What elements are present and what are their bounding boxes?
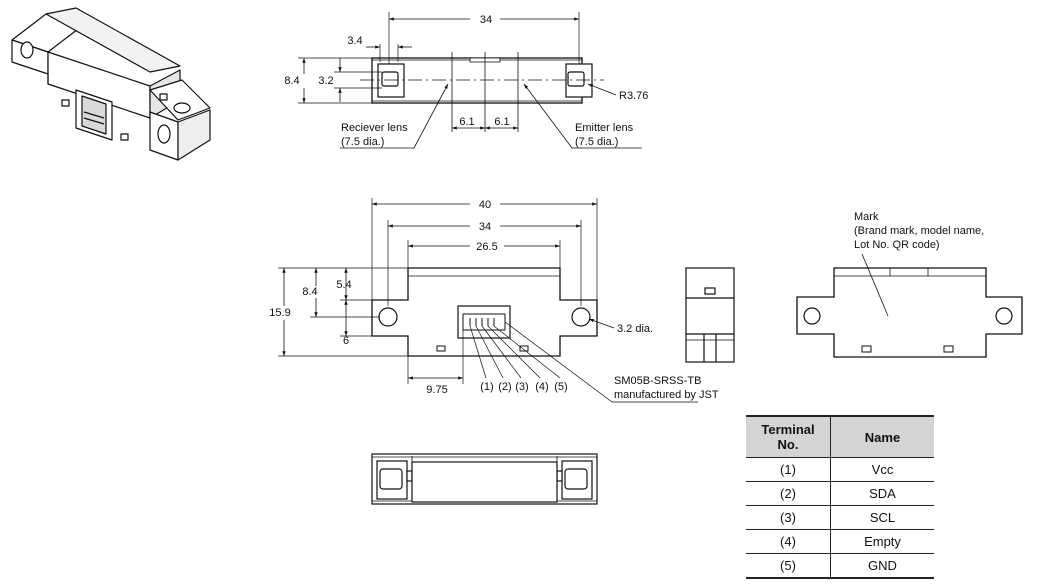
- receiver-lens-label: Reciever lens: [341, 122, 408, 134]
- table-row: (4) Empty: [746, 529, 934, 554]
- front-dim-15-9: 15.9: [269, 307, 290, 319]
- bottom-view: [371, 453, 598, 505]
- header-name: Name: [830, 415, 934, 458]
- pin-label-4: (4): [535, 381, 548, 393]
- terminal-no-cell: (4): [746, 529, 831, 554]
- emitter-lens-label: Emitter lens: [575, 122, 634, 134]
- top-dim-6-1-left: 6.1: [459, 116, 474, 128]
- front-dim-6: 6: [343, 335, 349, 347]
- terminal-no-cell: (5): [746, 553, 831, 579]
- top-dim-3-4: 3.4: [347, 35, 362, 47]
- pin-label-5: (5): [554, 381, 567, 393]
- pin-label-1: (1): [480, 381, 493, 393]
- header-terminal-no: Terminal No.: [746, 415, 831, 458]
- table-row: (1) Vcc: [746, 457, 934, 482]
- front-dim-34: 34: [479, 221, 491, 233]
- terminal-table: Terminal No. Name (1) Vcc (2) SDA (3) SC…: [746, 415, 934, 579]
- back-view: Mark (Brand mark, model name, Lot No. QR…: [796, 211, 1023, 358]
- front-dim-40: 40: [479, 199, 491, 211]
- front-dim-9-75: 9.75: [426, 384, 447, 396]
- top-dim-r3-76: R3.76: [619, 90, 648, 102]
- table-row: (2) SDA: [746, 481, 934, 506]
- mark-desc-2: Lot No. QR code): [854, 239, 940, 251]
- mark-label: Mark: [854, 211, 879, 223]
- top-dim-6-1-right: 6.1: [494, 116, 509, 128]
- emitter-lens-dia: (7.5 dia.): [575, 136, 618, 148]
- top-dim-34: 34: [480, 14, 492, 26]
- table-row: (5) GND: [746, 553, 934, 579]
- terminal-name-cell: SCL: [830, 505, 934, 530]
- front-dim-26-5: 26.5: [476, 241, 497, 253]
- table-row: (3) SCL: [746, 505, 934, 530]
- pin-label-2: (2): [498, 381, 511, 393]
- connector-part-number: SM05B-SRSS-TB: [614, 375, 701, 387]
- back-view-body: [796, 267, 1023, 358]
- mark-desc-1: (Brand mark, model name,: [854, 225, 984, 237]
- terminal-name-cell: Vcc: [830, 457, 934, 482]
- receiver-lens-dia: (7.5 dia.): [341, 136, 384, 148]
- table-header-row: Terminal No. Name: [746, 415, 934, 458]
- terminal-no-cell: (3): [746, 505, 831, 530]
- header-terminal-no-line1: Terminal: [761, 422, 815, 437]
- front-dim-5-4: 5.4: [336, 279, 351, 291]
- top-dim-8-4: 8.4: [284, 75, 299, 87]
- top-view: 34 3.4 8.4 3.2 R3.76 6.1 6.1 Reciever le…: [284, 12, 648, 149]
- terminal-name-cell: Empty: [830, 529, 934, 554]
- side-view: [685, 267, 735, 363]
- pin-label-3: (3): [515, 381, 528, 393]
- top-view-body: [371, 57, 583, 104]
- front-dim-3-2-dia: 3.2 dia.: [617, 323, 653, 335]
- front-view: 40 34 26.5 15.9 8.4 5.4 6 9.75: [269, 198, 719, 403]
- terminal-name-cell: GND: [830, 553, 934, 579]
- front-dim-8-4: 8.4: [302, 286, 317, 298]
- terminal-no-cell: (2): [746, 481, 831, 506]
- terminal-no-cell: (1): [746, 457, 831, 482]
- top-dim-3-2: 3.2: [318, 75, 333, 87]
- header-terminal-no-line2: No.: [777, 437, 799, 452]
- isometric-view: [11, 7, 211, 161]
- terminal-name-cell: SDA: [830, 481, 934, 506]
- connector-manufacturer: manufactured by JST: [614, 389, 719, 401]
